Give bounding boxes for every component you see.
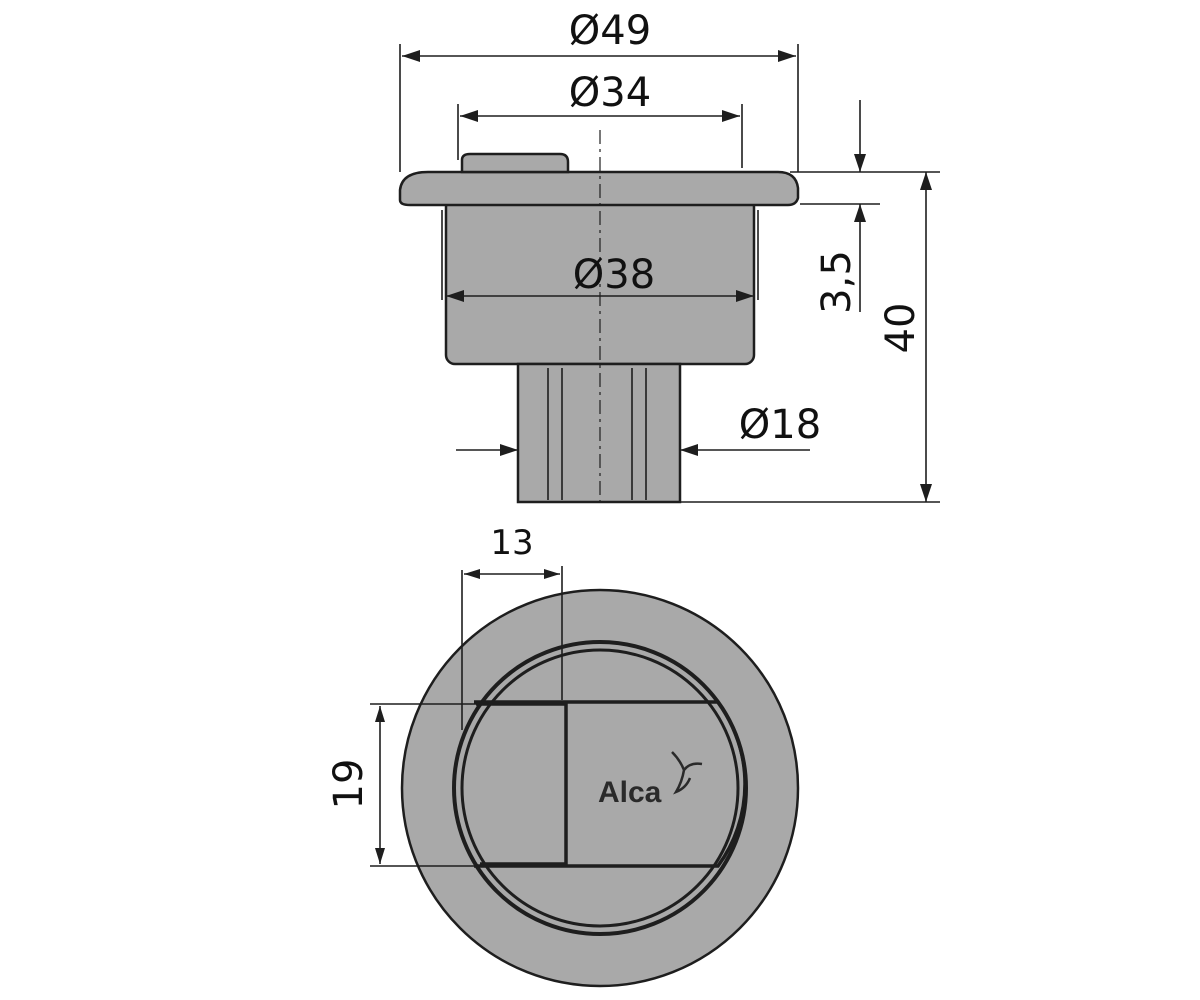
small-button (476, 702, 568, 866)
top-view: 13 19 Alca (326, 523, 800, 988)
arrow-40-bottom (920, 484, 932, 502)
arrow-13-right (544, 569, 560, 579)
button-bump (460, 152, 570, 174)
stem (516, 362, 682, 504)
arrow-34-left (460, 110, 478, 122)
brand-logo-text: Alca (598, 776, 662, 809)
arrow-38-left (446, 290, 464, 302)
side-view: Ø49 Ø34 Ø38 Ø18 3,5 40 (398, 8, 940, 505)
arrow-19-top (375, 706, 385, 722)
arrow-19-bottom (375, 848, 385, 864)
arrow-49-left (402, 50, 420, 62)
dim-label-total-height: 40 (878, 303, 924, 354)
cover-flange (398, 170, 800, 207)
arrow-13-left (464, 569, 480, 579)
dim-label-small-button-width: 13 (490, 523, 533, 563)
arrow-40-top (920, 172, 932, 190)
arrow-49-right (778, 50, 796, 62)
dim-label-body-diameter: Ø38 (573, 252, 655, 298)
dim-label-small-button-height: 19 (326, 759, 372, 810)
dim-label-outer-diameter: Ø49 (569, 8, 651, 54)
arrow-38-right (736, 290, 754, 302)
arrow-35-top (854, 154, 866, 172)
inner-face (460, 648, 740, 928)
arrow-18-right (680, 444, 698, 456)
arrow-34-right (722, 110, 740, 122)
arrow-35-bottom (854, 204, 866, 222)
large-button-outline (474, 700, 747, 868)
arrow-18-left (500, 444, 518, 456)
bird-icon (671, 751, 703, 795)
dim-label-flange-height: 3,5 (814, 250, 860, 314)
dim-label-stem-diameter: Ø18 (739, 402, 821, 448)
dim-label-button-diameter: Ø34 (569, 70, 651, 116)
